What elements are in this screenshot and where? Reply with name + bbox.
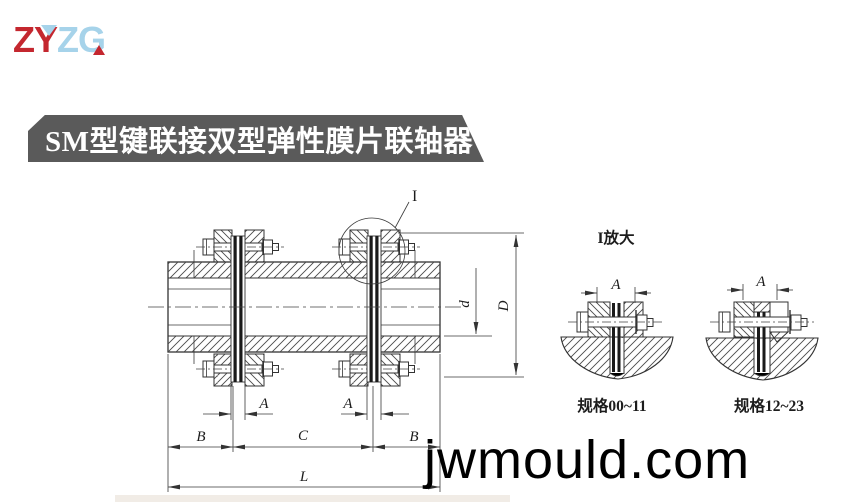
dimension-A-left: A [203, 384, 273, 420]
detail-view-1: A 规格00~11 [560, 277, 674, 415]
detail-heading: I放大 [597, 228, 635, 247]
diaphragm-pack-left [230, 235, 246, 383]
callout-label: I [412, 188, 417, 205]
logo-triangle-up-icon [93, 45, 105, 55]
detail-1-caption: 规格00~11 [577, 396, 646, 415]
main-view: I d D A [148, 188, 524, 492]
detail-callout: I [338, 188, 417, 285]
detail-2-dim-A: A [727, 274, 793, 300]
dim-label-A-detail1: A [610, 277, 621, 293]
title-banner: SM型键联接双型弹性膜片联轴器 [28, 115, 484, 162]
dim-label-D: D [496, 300, 512, 312]
detail-view-2: A 规格12~23 [705, 274, 819, 415]
detail-2-caption: 规格12~23 [734, 396, 804, 415]
logo-triangle-down-icon [41, 25, 57, 36]
dim-label-A-detail2: A [755, 274, 766, 290]
dimension-BCB: B C B [167, 354, 441, 492]
dim-label-L: L [299, 469, 308, 485]
page-title: SM型键联接双型弹性膜片联轴器 [45, 125, 474, 158]
dimension-L: L [168, 469, 440, 490]
bottom-strip [115, 495, 510, 502]
dimension-d: d [444, 268, 492, 337]
dim-label-A-right: A [342, 396, 353, 412]
dimension-D: D [398, 232, 524, 378]
dimension-A-right: A [341, 384, 409, 420]
logo: ZYZG [13, 22, 143, 62]
dim-label-B-left: B [196, 429, 205, 445]
detail-1-dim-A: A [581, 277, 651, 303]
diaphragm-pack-right [366, 235, 382, 383]
dim-label-C: C [298, 428, 309, 444]
dim-label-A-left: A [258, 396, 269, 412]
dim-label-d: d [457, 300, 473, 308]
dim-label-B-right: B [409, 429, 418, 445]
